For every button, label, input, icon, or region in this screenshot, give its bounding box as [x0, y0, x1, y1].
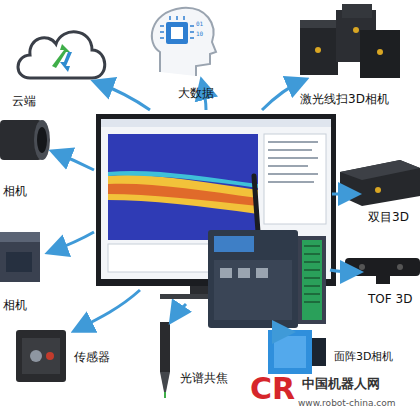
camera-label: 相机: [3, 298, 27, 312]
camera-icon: [0, 232, 40, 282]
sensor-label: 传感器: [74, 350, 110, 364]
area-camera-icon: [268, 330, 326, 374]
controller-illustration: [208, 176, 326, 328]
laser-camera-label: 激光线扫3D相机: [300, 92, 389, 106]
watermark-text: 中国机器人网: [302, 377, 380, 391]
tof-camera-label: TOF 3D: [368, 292, 412, 306]
camera-icon: [0, 120, 50, 160]
big-data-label: 大数据: [178, 86, 214, 100]
sensor-icon: [16, 330, 66, 382]
big-data-head-icon: 01 10: [152, 8, 216, 76]
svg-text:01: 01: [196, 20, 204, 27]
binocular-camera-icon: [340, 160, 420, 206]
area-camera-label: 面阵3D相机: [334, 350, 393, 364]
confocal-label: 光谱共焦: [180, 371, 228, 385]
svg-text:10: 10: [196, 30, 204, 37]
cloud-label: 云端: [12, 94, 36, 108]
cloud-icon: [18, 32, 105, 78]
confocal-probe-icon: [160, 322, 170, 398]
watermark-logo: CR: [250, 372, 295, 406]
camera-label: 相机: [3, 184, 27, 198]
watermark-url: www.robot-china.com: [298, 396, 396, 410]
arrow: [50, 80, 358, 332]
laser-3d-camera-icon: [300, 4, 400, 78]
binocular-camera-label: 双目3D: [368, 210, 409, 224]
